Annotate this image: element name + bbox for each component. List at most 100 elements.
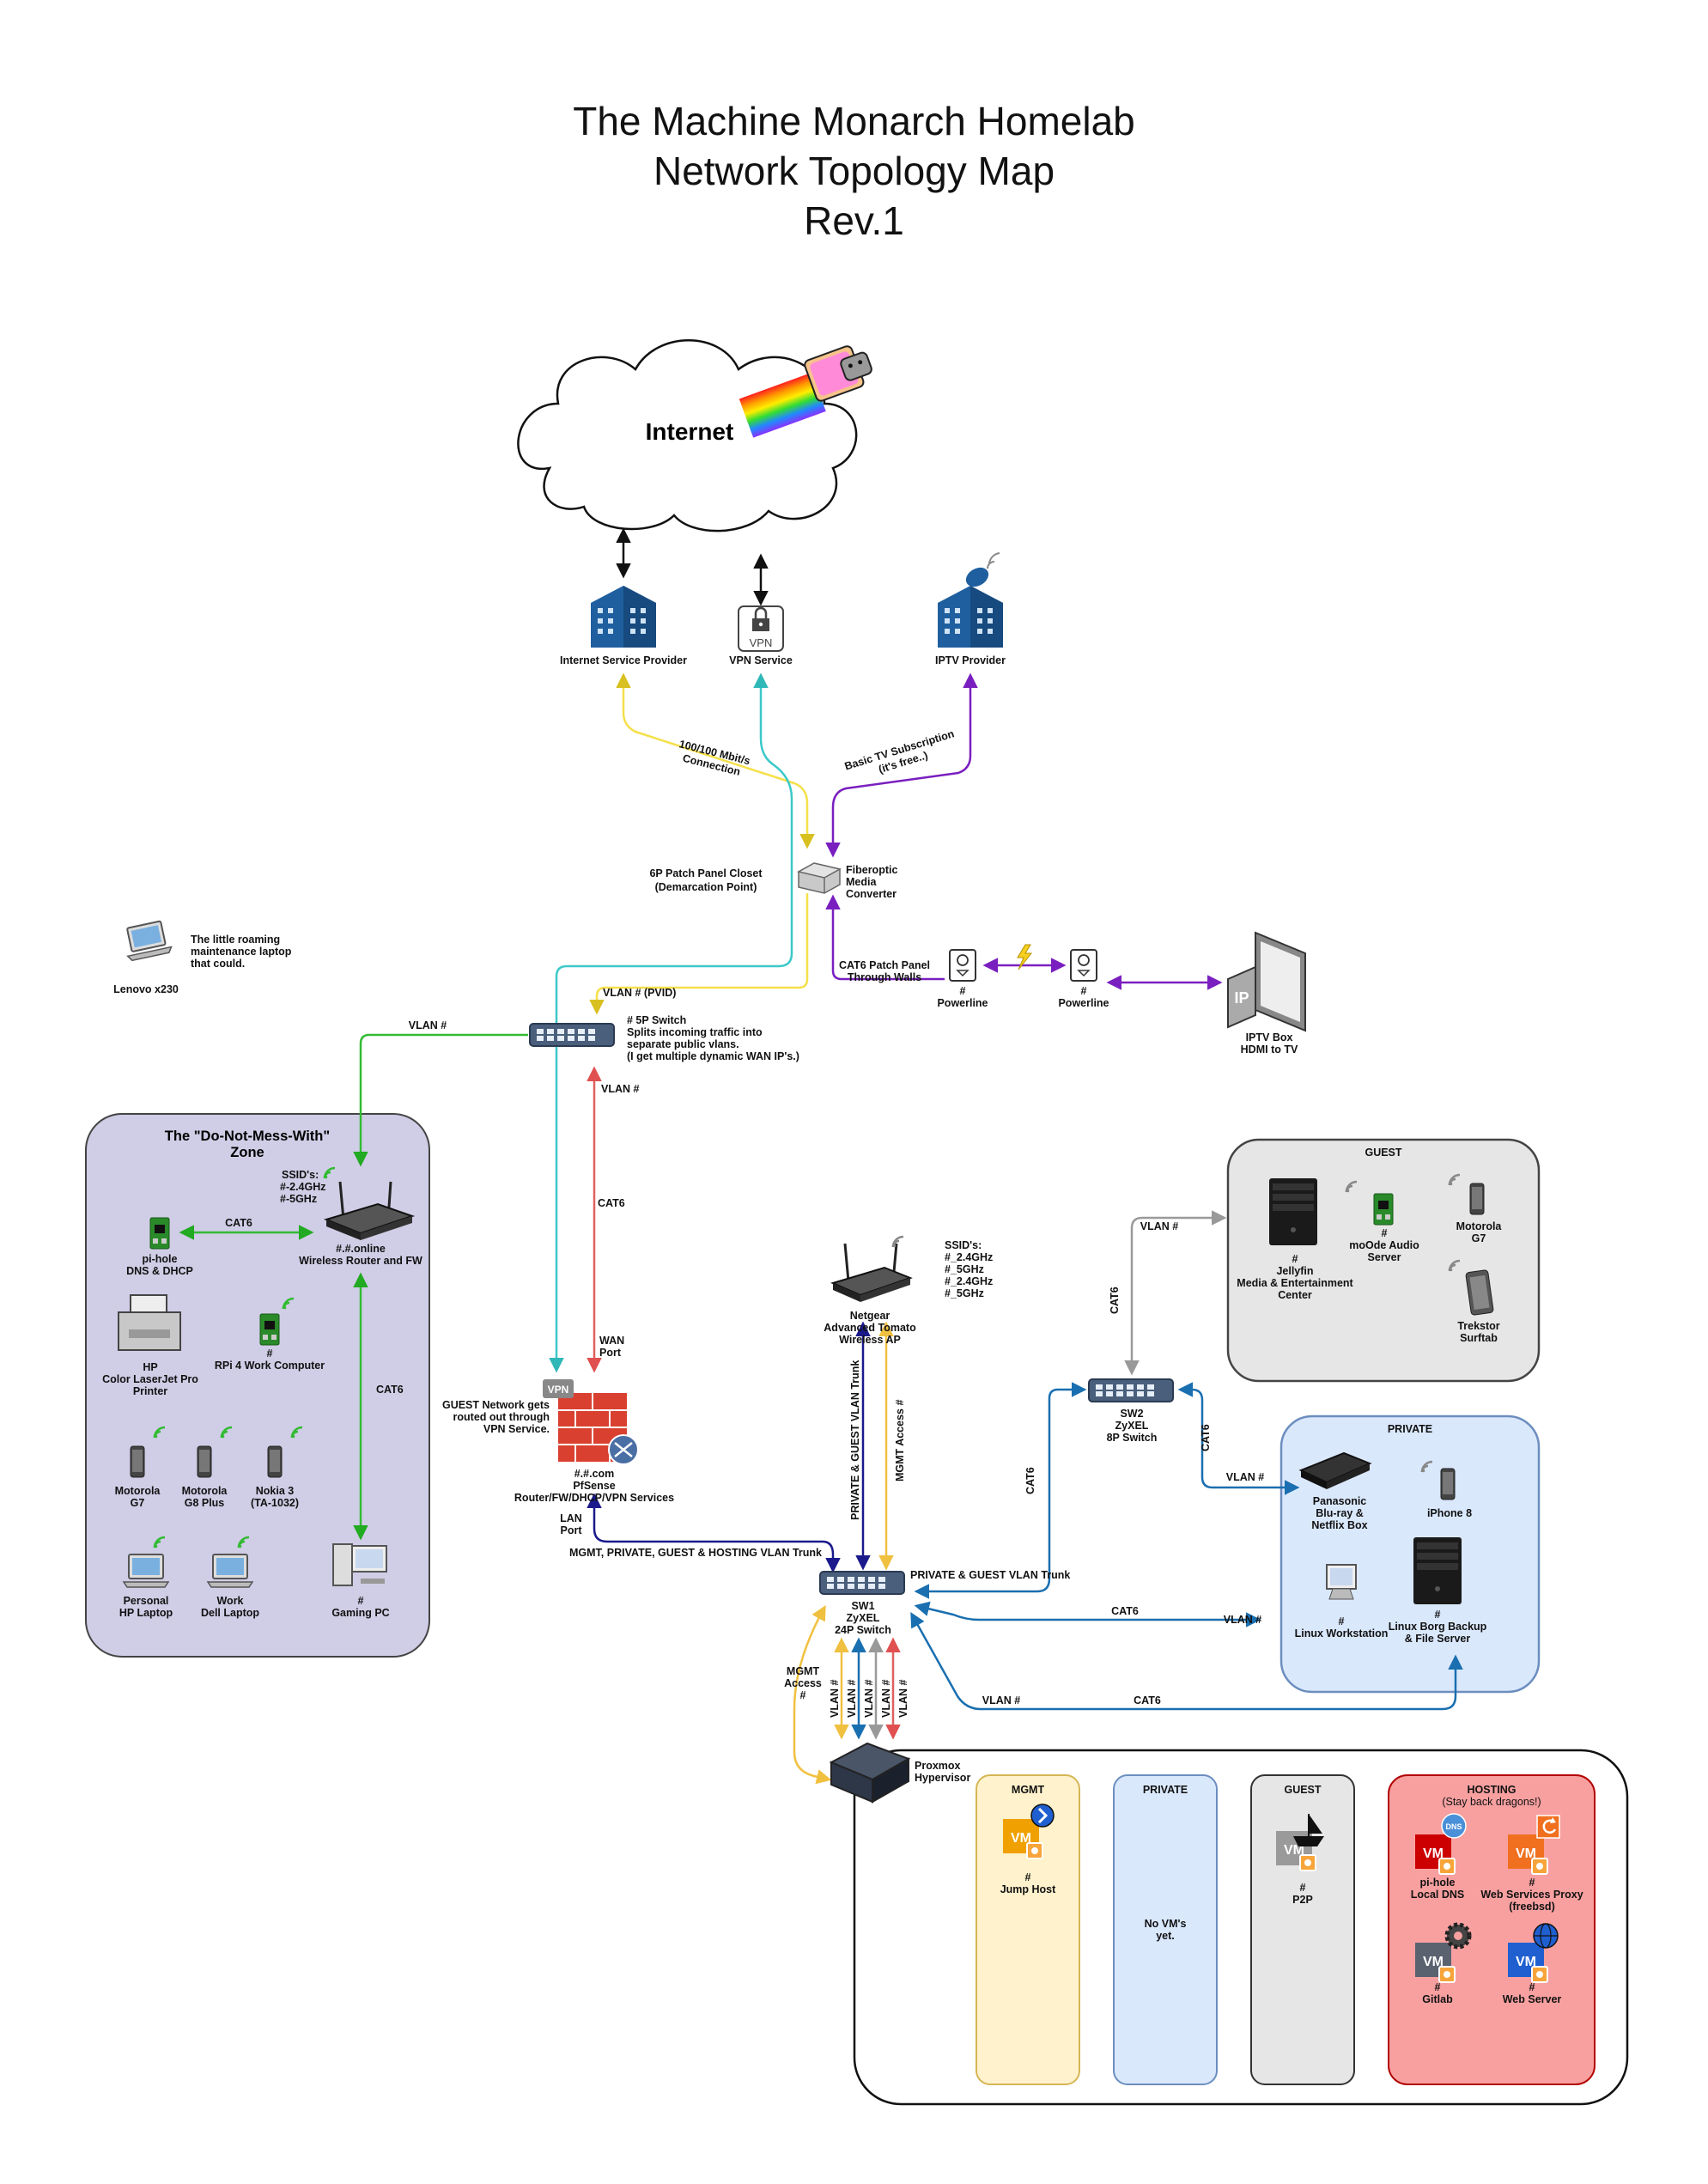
gaming-pc-label-2: Gaming PC <box>331 1607 389 1619</box>
lightning-icon <box>1017 944 1033 970</box>
switch5p-label-2: Splits incoming traffic into <box>627 1026 763 1038</box>
panasonic-label-2: Blu-ray & <box>1316 1507 1364 1519</box>
ap-label-3: Wireless AP <box>839 1334 901 1346</box>
phone-1-label-2: G7 <box>131 1497 145 1509</box>
cat6-guest-label: CAT6 <box>1109 1287 1121 1314</box>
switch5p-label-3: separate public vlans. <box>627 1038 739 1050</box>
printer-label-1: HP <box>143 1361 157 1373</box>
router-label-2: Wireless Router and FW <box>299 1255 422 1267</box>
vlan-private-label: VLAN # <box>1226 1471 1265 1483</box>
phone-nokia-icon <box>267 1445 283 1478</box>
trekstor-label-1: Trekstor <box>1457 1320 1499 1332</box>
wireless-router-icon <box>323 1181 416 1240</box>
mgmt-access-proxmox-2: Access <box>784 1677 822 1689</box>
line-sw2-panasonic <box>1177 1382 1300 1495</box>
isp-building-icon <box>591 586 656 648</box>
guest-note-3: VPN Service. <box>483 1423 550 1435</box>
rpi4-label-2: RPi 4 Work Computer <box>215 1360 325 1372</box>
line-sw1-borg <box>910 1611 1463 1711</box>
linux-ws-label-1: # <box>1339 1615 1345 1627</box>
cat6-private-label: CAT6 <box>1200 1424 1212 1451</box>
proxmox-server-icon <box>829 1742 911 1804</box>
cat6-patch-label-1: CAT6 Patch Panel <box>839 959 930 971</box>
personal-laptop-label-2: HP Laptop <box>119 1607 173 1619</box>
mgmt-access-proxmox-3: # <box>800 1689 806 1701</box>
vlan-vert-2: VLAN # <box>846 1680 858 1719</box>
cat6-borg-label: CAT6 <box>1134 1694 1161 1706</box>
fiber-label-3: Converter <box>846 888 897 900</box>
moode-label-2: moOde Audio <box>1349 1239 1419 1251</box>
zone-ssid-2: #-2.4GHz <box>280 1181 326 1193</box>
rpi4-icon <box>259 1313 280 1346</box>
line-sw1-sw2 <box>914 1382 1087 1599</box>
vlan-linux-label: VLAN # <box>1224 1614 1262 1626</box>
lenovo-desc-3: that could. <box>191 958 245 970</box>
patch-panel-label-1: 6P Patch Panel Closet <box>649 867 763 879</box>
lenovo-desc-2: maintenance laptop <box>191 946 292 958</box>
iphone-label: iPhone 8 <box>1427 1507 1472 1519</box>
sw1-label-2: ZyXEL <box>847 1612 880 1624</box>
phone-motorola-g8-icon <box>197 1445 212 1478</box>
private-zone <box>1279 1414 1541 1694</box>
zone-ssid-1: SSID's: <box>282 1169 319 1181</box>
iptv-building-icon <box>938 586 1003 648</box>
personal-laptop-label-1: Personal <box>124 1595 169 1607</box>
vlan-borg-label: VLAN # <box>982 1694 1021 1706</box>
globe-icon <box>1533 1923 1559 1949</box>
cat6-zone-label: CAT6 <box>225 1217 252 1229</box>
work-laptop-label-2: Dell Laptop <box>201 1607 259 1619</box>
gear-icon <box>1444 1922 1472 1950</box>
pihole-dns-label-2: Local DNS <box>1411 1889 1465 1901</box>
vpn-lock-icon <box>738 605 784 652</box>
trunk-sw2-label: PRIVATE & GUEST VLAN Trunk <box>910 1569 1070 1581</box>
internet-label: Internet <box>646 418 734 445</box>
powerline-left-label-1: # <box>960 985 966 997</box>
vpn-icon-text: VPN <box>750 636 773 649</box>
vlan-left-label: VLAN # <box>409 1019 447 1031</box>
title-line-2: Network Topology Map <box>653 149 1055 193</box>
lenovo-desc-1: The little roaming <box>191 934 280 946</box>
zone-title-1: The "Do-Not-Mess-With" <box>165 1129 330 1144</box>
private-title: PRIVATE <box>1388 1423 1432 1435</box>
pirate-ship-icon <box>1293 1814 1324 1846</box>
gaming-pc-label-1: # <box>358 1595 364 1607</box>
panasonic-box-icon <box>1298 1451 1372 1489</box>
fiber-converter-icon <box>796 862 842 894</box>
ap-ssid-2: #_2.4GHz <box>945 1251 993 1263</box>
printer-label-3: Printer <box>133 1385 167 1397</box>
vlan-pvid-label: VLAN # (PVID) <box>603 987 676 999</box>
guest-note-1: GUEST Network gets <box>442 1399 550 1411</box>
switch5p-label-1: # 5P Switch <box>627 1014 686 1026</box>
zone-ssid-3: #-5GHz <box>280 1193 317 1205</box>
sw2-label-2: ZyXEL <box>1115 1420 1149 1432</box>
lan-port-label-2: Port <box>561 1524 583 1536</box>
sw2-label-3: 8P Switch <box>1107 1432 1158 1444</box>
fiber-label-1: Fiberoptic <box>846 864 897 876</box>
sw2-label-1: SW2 <box>1120 1408 1143 1420</box>
ap-label-1: Netgear <box>850 1310 890 1322</box>
guest-note-2: routed out through <box>453 1411 550 1423</box>
patch-panel-label-2: (Demarcation Point) <box>655 881 757 893</box>
iptv-box-icon-text: IP <box>1234 989 1249 1007</box>
sw2-switch-icon <box>1088 1378 1174 1402</box>
borg-label-3: & File Server <box>1405 1633 1471 1645</box>
vlan-private-title: PRIVATE <box>1143 1784 1188 1796</box>
linux-ws-label-2: Linux Workstation <box>1295 1627 1389 1640</box>
pihole-rpi-icon <box>149 1217 170 1250</box>
trunk-pf-label: MGMT, PRIVATE, GUEST & HOSTING VLAN Trun… <box>569 1547 822 1559</box>
vlan-mgmt-title: MGMT <box>1012 1784 1045 1796</box>
phone-1-label-1: Motorola <box>115 1485 161 1497</box>
vlan-vert-4: VLAN # <box>880 1680 892 1719</box>
vlan-private-note-1: No VM's <box>1145 1918 1187 1930</box>
switch-5p-icon <box>529 1023 615 1047</box>
trunk-ap-label: PRIVATE & GUEST VLAN Trunk <box>849 1360 861 1520</box>
sw1-label-3: 24P Switch <box>835 1624 891 1636</box>
zone-title-2: Zone <box>230 1145 264 1160</box>
gaming-pc-icon <box>332 1543 387 1586</box>
linux-workstation-icon <box>1326 1564 1357 1600</box>
pfsense-label-3: Router/FW/DHCP/VPN Services <box>514 1492 674 1504</box>
vlan-hosting-subtitle: (Stay back dragons!) <box>1442 1796 1541 1808</box>
lenovo-label: Lenovo x230 <box>113 983 179 995</box>
vlan-vert-3: VLAN # <box>863 1680 875 1719</box>
